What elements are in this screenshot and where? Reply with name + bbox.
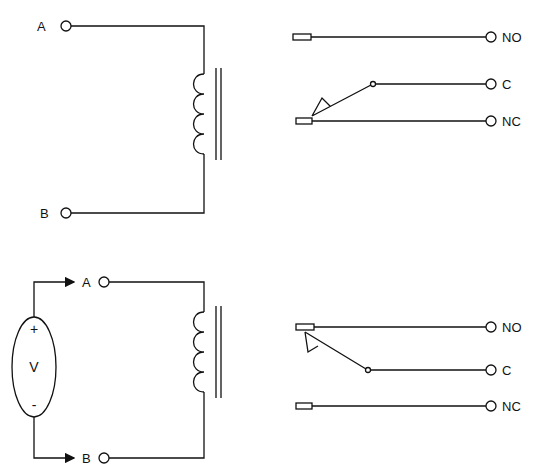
contact-nc bbox=[296, 118, 312, 124]
wire bbox=[371, 369, 486, 370]
terminal-label: B bbox=[40, 207, 49, 220]
contact-label: C bbox=[502, 364, 511, 377]
wire bbox=[312, 405, 486, 406]
terminal bbox=[486, 32, 496, 42]
core bbox=[216, 306, 221, 398]
contact-nc bbox=[296, 403, 312, 409]
wire bbox=[314, 326, 486, 327]
contact-label: C bbox=[502, 78, 511, 91]
contact-label: NO bbox=[502, 31, 522, 44]
contact-label: NC bbox=[502, 400, 521, 413]
contact-label: NC bbox=[502, 115, 521, 128]
wire bbox=[71, 26, 204, 74]
wire bbox=[376, 83, 486, 84]
voltage-source bbox=[12, 317, 56, 417]
coil bbox=[194, 312, 205, 392]
terminal-label: B bbox=[82, 452, 91, 465]
terminal bbox=[486, 365, 496, 375]
terminal-label: A bbox=[82, 276, 91, 289]
wire bbox=[109, 392, 204, 458]
contact-no bbox=[293, 34, 311, 40]
wire bbox=[312, 120, 486, 121]
source-text: - bbox=[32, 398, 37, 412]
wire bbox=[71, 154, 204, 213]
wire bbox=[109, 282, 204, 312]
voltage-source: + V - bbox=[14, 322, 54, 412]
contact-label: NO bbox=[502, 321, 522, 334]
terminal bbox=[61, 21, 71, 31]
wire bbox=[34, 282, 74, 317]
source-text: + bbox=[30, 322, 38, 336]
core bbox=[216, 68, 221, 160]
terminal bbox=[61, 208, 71, 218]
terminal bbox=[486, 79, 496, 89]
terminal bbox=[99, 453, 109, 463]
terminal bbox=[486, 401, 496, 411]
wire bbox=[311, 36, 486, 37]
source-text: V bbox=[29, 360, 38, 374]
wire bbox=[34, 417, 74, 458]
pivot bbox=[366, 368, 371, 373]
terminal bbox=[486, 116, 496, 126]
coil bbox=[194, 74, 205, 154]
terminal bbox=[99, 277, 109, 287]
terminal bbox=[486, 322, 496, 332]
pivot bbox=[371, 82, 376, 87]
armature bbox=[305, 332, 366, 369]
terminal-label: A bbox=[37, 20, 46, 33]
contact-no bbox=[296, 324, 314, 330]
armature bbox=[312, 85, 371, 116]
